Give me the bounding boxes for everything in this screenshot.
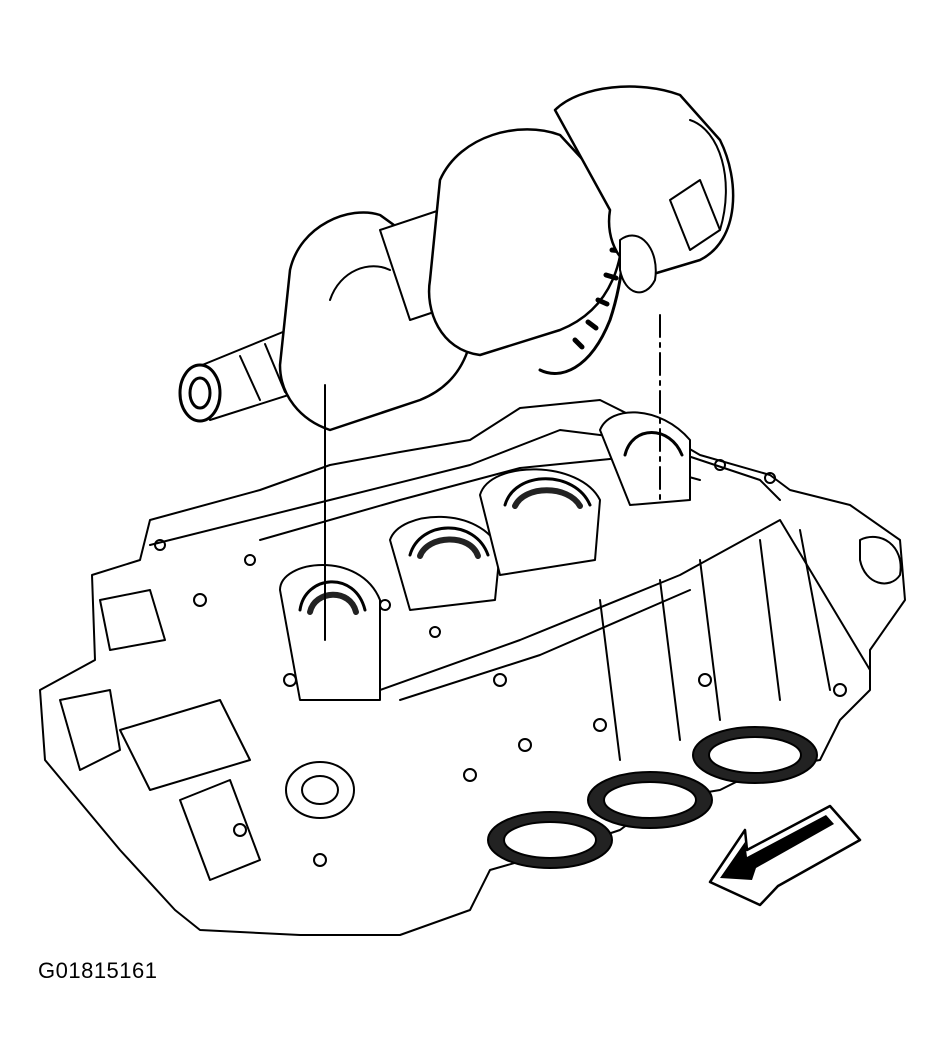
bolt-holes bbox=[154, 459, 847, 867]
alignment-lines bbox=[324, 314, 661, 641]
figure-id-label: G01815161 bbox=[38, 958, 158, 983]
front-arrow-icon bbox=[708, 804, 862, 907]
engine-block bbox=[39, 399, 906, 936]
crankshaft bbox=[178, 85, 735, 432]
